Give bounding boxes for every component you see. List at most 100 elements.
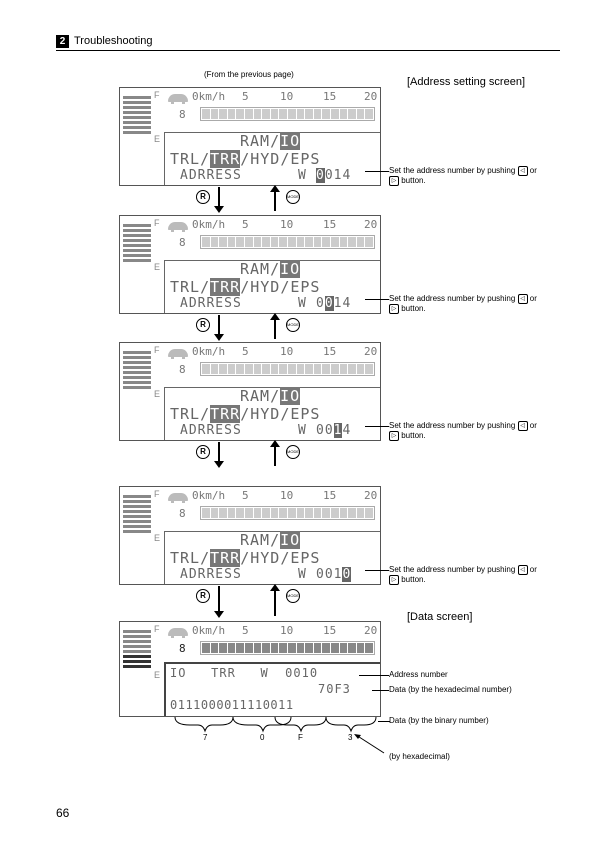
gear-indicator: 8	[179, 642, 186, 655]
speed-tick-5: 5	[242, 90, 249, 103]
fuel-empty-label: E	[154, 262, 161, 272]
address-word: ADRRESS	[180, 423, 242, 438]
vehicle-icon	[168, 628, 188, 638]
address-value: 0014	[316, 296, 352, 311]
ram-io-line: RAM/IO	[240, 260, 301, 278]
arrow-up	[270, 584, 280, 616]
section-number: 2	[56, 35, 69, 48]
speed-bar	[200, 235, 375, 249]
leader-binary	[378, 721, 390, 722]
data-screen-heading: [Data screen]	[407, 611, 473, 623]
speed-tick-20: 20	[364, 624, 378, 637]
vehicle-icon	[168, 222, 188, 232]
gear-indicator: 8	[179, 236, 186, 249]
address-note: Set the address number by pushing ◁ or ▷…	[389, 294, 564, 315]
nibble-0: 0	[260, 733, 265, 742]
fuel-gauge	[123, 224, 151, 264]
binary-data-label: Data (by the binary number)	[389, 716, 489, 725]
data-binary-value: 0111000011110011	[170, 698, 294, 712]
w-label: W	[298, 296, 307, 311]
note-or: or	[529, 565, 537, 575]
fuel-gauge	[123, 630, 151, 670]
speed-tick-20: 20	[364, 345, 378, 358]
r-button-icon: R	[196, 589, 210, 603]
ram-io-line: RAM/IO	[240, 132, 301, 150]
speed-unit: 0km/h	[192, 345, 226, 358]
fuel-empty-label: E	[154, 533, 161, 543]
leader-address-note	[365, 426, 389, 427]
w-label: W	[298, 423, 307, 438]
speed-bar	[200, 362, 375, 376]
leader-address	[359, 675, 389, 676]
right-button-icon: ▷	[389, 304, 399, 315]
data-hex-value: 70F3	[318, 682, 351, 696]
address-number-label: Address number	[389, 670, 448, 679]
speed-tick-10: 10	[280, 218, 294, 231]
leader-address-note	[365, 570, 389, 571]
speed-unit: 0km/h	[192, 90, 226, 103]
note-button: button.	[401, 304, 426, 314]
gear-indicator: 8	[179, 108, 186, 121]
address-word: ADRRESS	[180, 168, 242, 183]
right-button-icon: ▷	[389, 431, 399, 442]
note-text: Set the address number by pushing	[389, 294, 516, 304]
speed-tick-15: 15	[323, 489, 337, 502]
note-button: button.	[401, 575, 426, 585]
address-lcd-screen: F E 0km/h 5 10 15 20 8 RAM/IO TRL/TRR/HY…	[119, 342, 381, 441]
fuel-full-label: F	[154, 345, 160, 355]
address-word: ADRRESS	[180, 567, 242, 582]
nibble-f: F	[298, 733, 303, 742]
speed-bar	[200, 641, 375, 655]
arrow-up	[270, 440, 280, 466]
address-value: 0010	[316, 567, 352, 582]
note-or: or	[529, 166, 537, 176]
leader-hex	[372, 690, 389, 691]
trl-trr-line: TRL/TRR/HYD/EPS	[170, 549, 321, 567]
menu-panel	[164, 260, 380, 313]
address-value: 0014	[316, 423, 352, 438]
gear-indicator: 8	[179, 363, 186, 376]
left-button-icon: ◁	[517, 294, 528, 304]
fuel-empty-label: E	[154, 134, 161, 144]
fuel-gauge	[123, 495, 151, 535]
address-value: 0014	[316, 168, 352, 183]
fuel-full-label: F	[154, 218, 160, 228]
from-previous-note: (From the previous page)	[204, 70, 294, 79]
r-button-icon: R	[196, 318, 210, 332]
leader-address-note	[365, 171, 389, 172]
speed-tick-20: 20	[364, 90, 378, 103]
right-button-icon: ▷	[389, 575, 399, 586]
menu-panel	[164, 387, 380, 440]
arrow-down	[214, 187, 224, 213]
address-setting-heading: [Address setting screen]	[407, 76, 526, 88]
fuel-gauge	[123, 96, 151, 136]
vehicle-icon	[168, 94, 188, 104]
page-number: 66	[56, 806, 70, 820]
speed-tick-10: 10	[280, 345, 294, 358]
gear-indicator: 8	[179, 507, 186, 520]
note-text: Set the address number by pushing	[389, 565, 516, 575]
vehicle-icon	[168, 349, 188, 359]
speed-tick-20: 20	[364, 218, 378, 231]
speed-unit: 0km/h	[192, 624, 226, 637]
ram-io-line: RAM/IO	[240, 387, 301, 405]
fuel-gauge	[123, 351, 151, 391]
data-panel	[164, 662, 380, 716]
mode-button-icon: MODE	[286, 589, 300, 603]
fuel-empty-label: E	[154, 389, 161, 399]
by-hexadecimal-label: (by hexadecimal)	[389, 752, 450, 761]
data-lcd-screen: F E 0km/h 5 10 15 20 8 IO TRR W 0010 70F…	[119, 621, 381, 717]
mode-button-icon: MODE	[286, 190, 300, 204]
speed-unit: 0km/h	[192, 489, 226, 502]
address-lcd-screen: F E 0km/h 5 10 15 20 8 RAM/IO TRL/TRR/HY…	[119, 215, 381, 314]
address-word: ADRRESS	[180, 296, 242, 311]
address-note: Set the address number by pushing ◁ or ▷…	[389, 421, 564, 442]
trl-trr-line: TRL/TRR/HYD/EPS	[170, 278, 321, 296]
note-button: button.	[401, 176, 426, 186]
hex-data-label: Data (by the hexadecimal number)	[389, 685, 512, 694]
address-lcd-screen: F E 0km/h 5 10 15 20 8 RAM/IO TRL/TRR/HY…	[119, 87, 381, 186]
arrow-down	[214, 586, 224, 618]
arrow-down	[214, 442, 224, 468]
fuel-full-label: F	[154, 90, 160, 100]
fuel-empty-label: E	[154, 670, 161, 680]
